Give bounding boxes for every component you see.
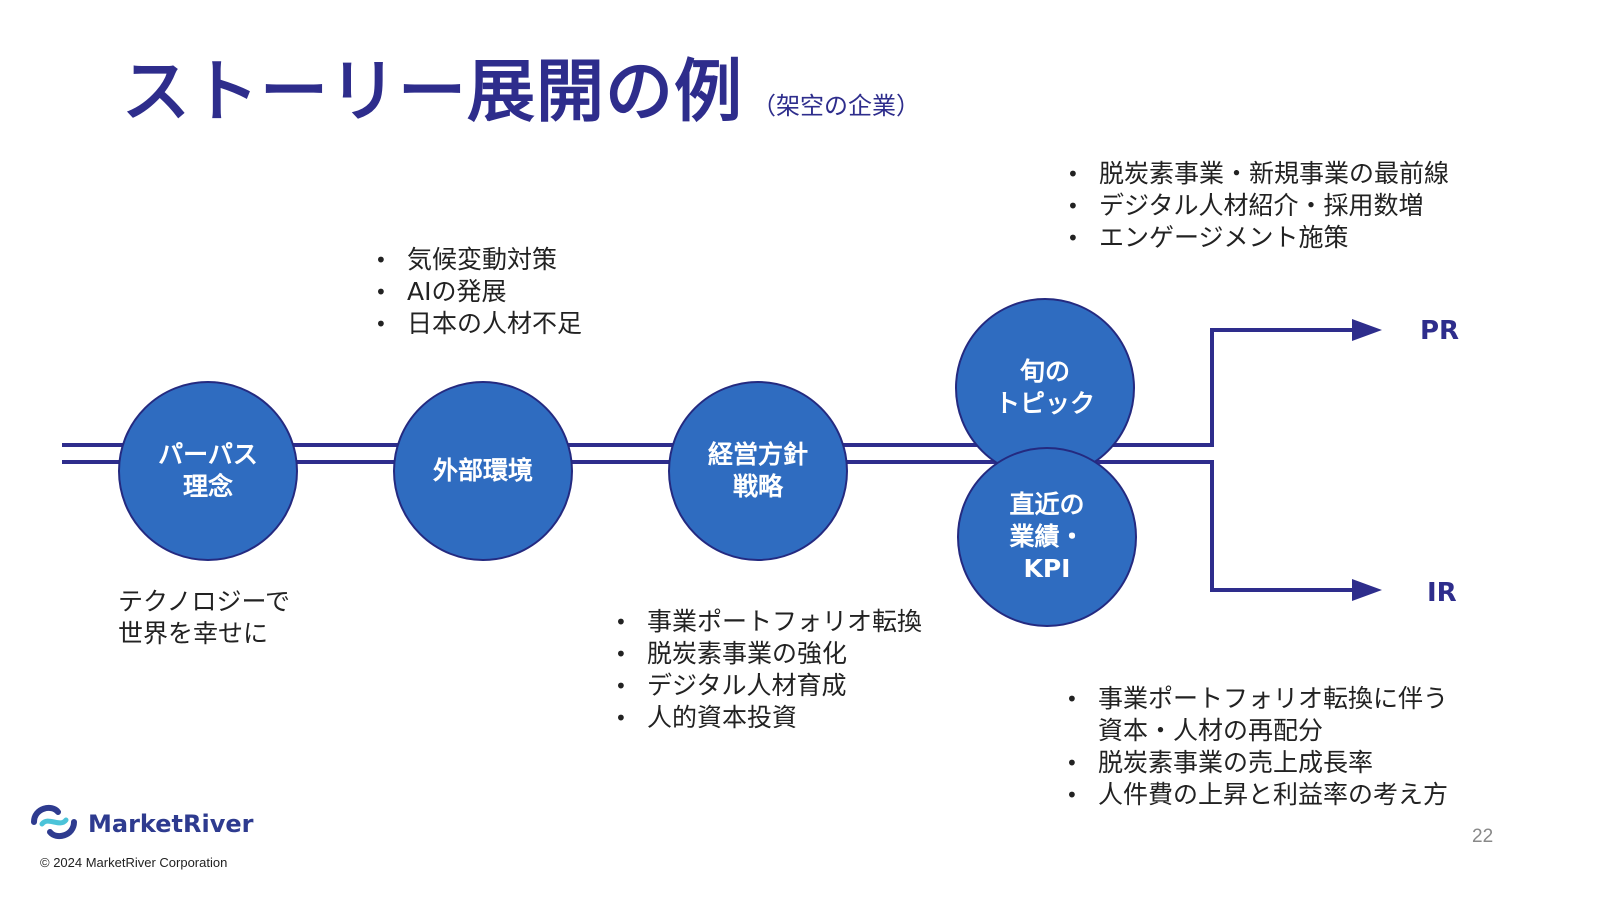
node-management-policy: 経営方針 戦略 (668, 381, 848, 561)
river-logo-icon (28, 800, 80, 848)
pr-path-line (62, 328, 1352, 447)
list-item: AIの発展 (373, 276, 582, 308)
list-item: デジタル人材紹介・採用数増 (1065, 190, 1449, 222)
slide-subtitle: （架空の企業） (752, 92, 920, 120)
copyright-text: © 2024 MarketRiver Corporation (40, 855, 228, 870)
environment-bullet-list: 気候変動対策 AIの発展 日本の人材不足 (373, 244, 582, 340)
list-item: 人件費の上昇と利益率の考え方 (1064, 779, 1448, 811)
pr-arrowhead (1352, 319, 1382, 341)
list-item: 日本の人材不足 (373, 308, 582, 340)
list-item: 人的資本投資 (613, 702, 922, 734)
list-item: 脱炭素事業の売上成長率 (1064, 747, 1448, 779)
brand-name: MarketRiver (88, 810, 254, 838)
purpose-caption: テクノロジーで 世界を幸せに (118, 587, 291, 648)
list-item: 気候変動対策 (373, 244, 582, 276)
marketriver-logo: MarketRiver (28, 800, 253, 848)
list-item: 脱炭素事業・新規事業の最前線 (1065, 158, 1449, 190)
list-item: 事業ポートフォリオ転換に伴う 資本・人材の再配分 (1064, 683, 1448, 747)
results-bullet-list: 事業ポートフォリオ転換に伴う 資本・人材の再配分 脱炭素事業の売上成長率 人件費… (1064, 683, 1448, 811)
list-item: デジタル人材育成 (613, 670, 922, 702)
topic-bullet-list: 脱炭素事業・新規事業の最前線 デジタル人材紹介・採用数増 エンゲージメント施策 (1065, 158, 1449, 254)
policy-bullet-list: 事業ポートフォリオ転換 脱炭素事業の強化 デジタル人材育成 人的資本投資 (613, 606, 922, 734)
node-recent-results: 直近の 業績・ KPI (957, 447, 1137, 627)
output-pr-label: PR (1420, 316, 1460, 346)
slide-title: ストーリー展開の例 (122, 53, 744, 132)
list-item: 脱炭素事業の強化 (613, 638, 922, 670)
list-item: 事業ポートフォリオ転換 (613, 606, 922, 638)
ir-path-line (62, 460, 1352, 592)
output-ir-label: IR (1427, 578, 1457, 608)
node-external-environment: 外部環境 (393, 381, 573, 561)
ir-arrowhead (1352, 579, 1382, 601)
list-item: エンゲージメント施策 (1065, 222, 1449, 254)
node-purpose: パーパス 理念 (118, 381, 298, 561)
page-number: 22 (1472, 826, 1494, 847)
